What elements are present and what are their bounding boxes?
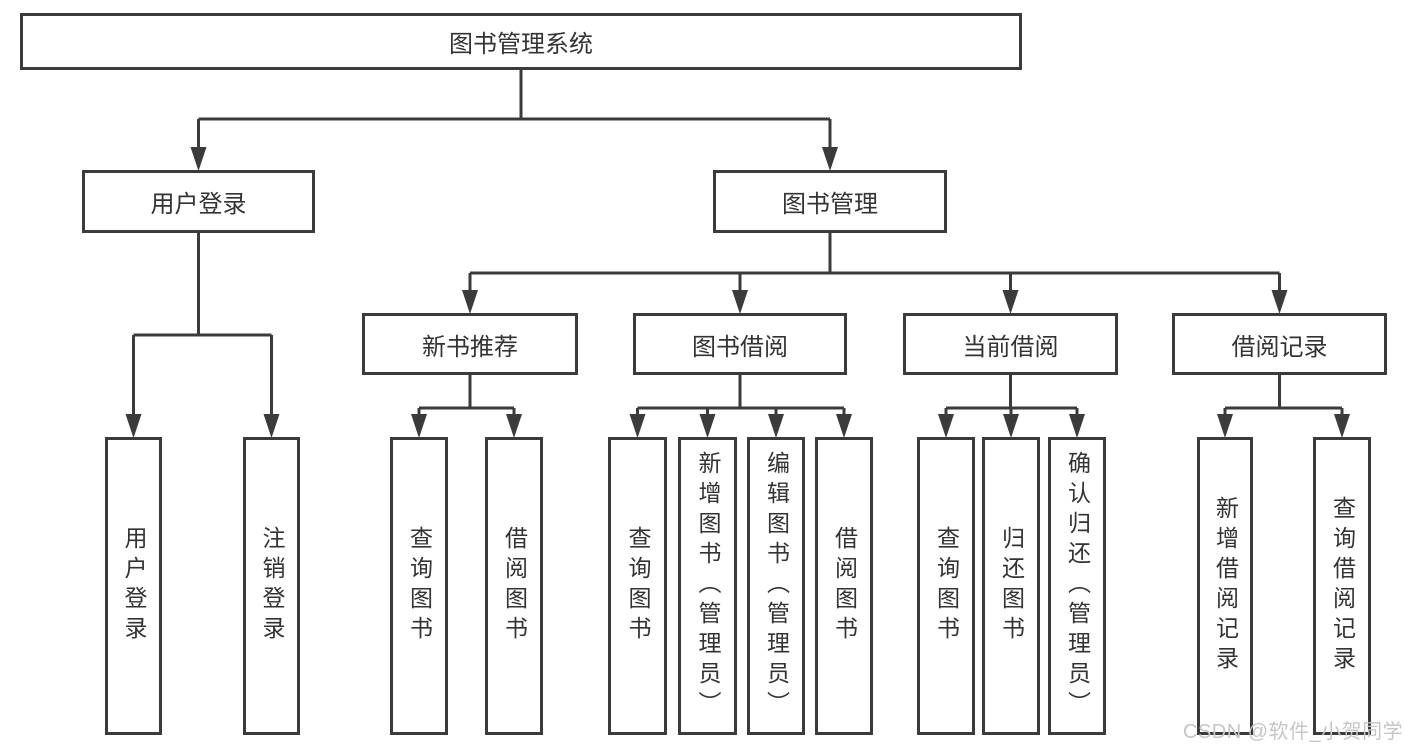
leaf-cb-query-books: 查询图书 (917, 437, 975, 735)
leaf-br-add-record: 新增借阅记录 (1197, 437, 1253, 735)
connector-bookmgmt-to-level3 (468, 233, 1281, 308)
leaf-nbr-borrow-books: 借阅图书 (485, 437, 543, 735)
connector-records-to-leaves (1223, 375, 1344, 431)
leaf-bb-edit-books-admin: 编辑图书（管理员） (747, 437, 805, 735)
leaf-bb-add-books-admin: 新增图书（管理员） (678, 437, 737, 735)
leaf-br-query-record: 查询借阅记录 (1313, 437, 1371, 735)
connector-bookborrow-to-leaves (636, 375, 846, 431)
connector-newbook-to-leaves (417, 375, 516, 431)
leaf-bb-borrow-books: 借阅图书 (815, 437, 873, 735)
node-current-borrow: 当前借阅 (903, 313, 1118, 375)
node-library-management-system: 图书管理系统 (20, 13, 1022, 70)
leaf-nbr-query-books: 查询图书 (390, 437, 448, 735)
leaf-bb-query-books: 查询图书 (608, 437, 667, 735)
node-user-login: 用户登录 (82, 170, 315, 233)
node-book-borrow: 图书借阅 (633, 313, 847, 375)
connector-userlogin-to-leaves (132, 233, 273, 431)
leaf-cb-confirm-return-admin: 确认归还（管理员） (1048, 437, 1106, 735)
leaf-logout: 注销登录 (243, 437, 300, 735)
connector-root-to-level2 (197, 70, 832, 166)
arrowheads (125, 147, 1350, 438)
node-new-book-recommend: 新书推荐 (362, 313, 578, 375)
csdn-watermark: CSDN @软件_小贺同学 (1183, 721, 1404, 743)
leaf-cb-return-books: 归还图书 (982, 437, 1040, 735)
node-borrow-records: 借阅记录 (1172, 313, 1387, 375)
leaf-user-login: 用户登录 (105, 437, 162, 735)
node-book-management: 图书管理 (713, 170, 947, 233)
